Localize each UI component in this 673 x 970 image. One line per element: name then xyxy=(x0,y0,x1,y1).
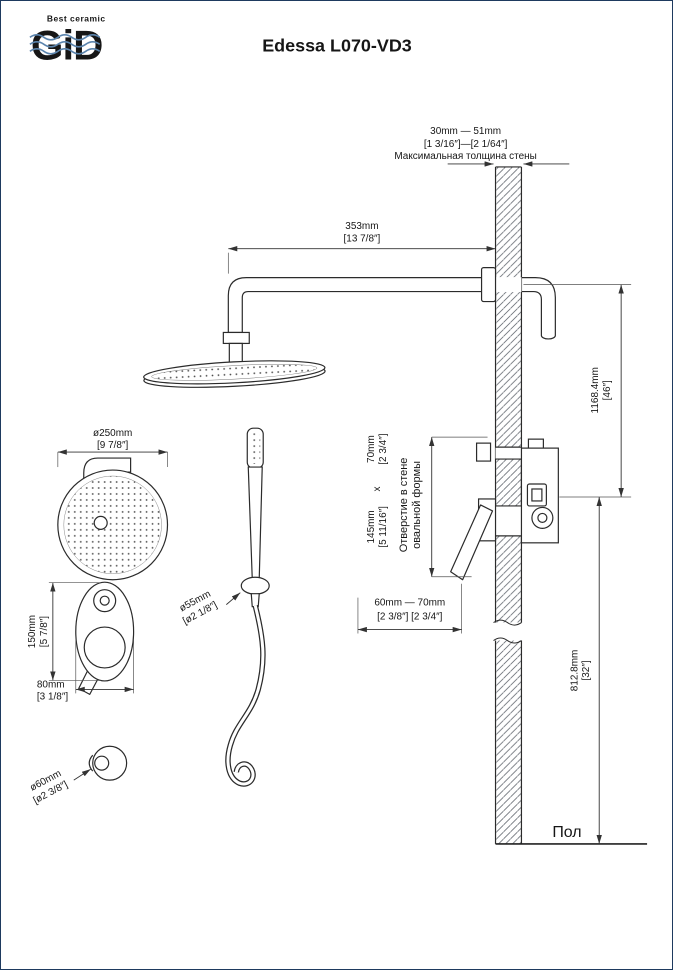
dim-valve-depth: 60mm — 70mm [2 3/8″] [2 3/4″] xyxy=(357,583,462,634)
plate-height-mm: 150mm xyxy=(27,615,38,648)
hole-note-line2: овальной формы xyxy=(411,461,423,549)
hole-width-mm: 70mm xyxy=(366,435,377,463)
hole-note-line1: Отверстие в стене xyxy=(398,458,410,553)
gid-logo: Best ceramic GiD xyxy=(29,13,106,68)
dim-wall-thickness: 30mm — 51mm [1 3/16″]—[2 1/64″] Максимал… xyxy=(394,126,570,167)
arm-length-mm: 353mm xyxy=(345,221,378,232)
supply-pipe-end xyxy=(540,335,556,340)
wall-bracket-detail xyxy=(88,745,128,781)
diverter-stub-side xyxy=(475,442,492,462)
hole-width-in: [2 3/4″] xyxy=(378,433,389,464)
arm-connector-nut xyxy=(222,331,250,345)
wall-thickness-in: [1 3/16″]—[2 1/64″] xyxy=(424,139,508,150)
mixer-trim-plate xyxy=(75,581,135,695)
wall-break xyxy=(493,619,524,644)
dim-heights: 1168.4mm [46″] 812.8mm [32″] xyxy=(523,284,632,844)
hand-shower-holder-ring xyxy=(240,576,270,595)
head-diameter-mm: ø250mm xyxy=(93,428,132,439)
valve-depth-in: [2 3/8″] [2 3/4″] xyxy=(377,612,442,623)
height-lower-mm: 812.8mm xyxy=(569,650,580,692)
mixer-valve-assembly xyxy=(450,438,559,581)
hand-shower-face xyxy=(250,433,261,465)
dim-arm-length: 353mm [13 7/8″] xyxy=(227,221,496,274)
arm-length-in: [13 7/8″] xyxy=(344,234,381,245)
dim-wall-hole: 145mm [5 11/16″] x 70mm [2 3/4″] Отверст… xyxy=(366,433,488,578)
hand-shower-handle xyxy=(247,466,263,580)
hand-shower xyxy=(225,427,270,787)
plate-width-in: [3 1/8″] xyxy=(37,691,68,702)
mixer-handle-base xyxy=(83,626,126,669)
logo-tagline: Best ceramic xyxy=(47,13,106,23)
arm-escutcheon xyxy=(480,267,497,303)
logo-brand: GiD xyxy=(31,21,102,68)
shower-arm xyxy=(222,267,556,363)
floor-label: Пол xyxy=(552,824,581,841)
hole-separator: x xyxy=(372,486,383,491)
height-upper-mm: 1168.4mm xyxy=(590,367,601,413)
hole-height-in: [5 11/16″] xyxy=(378,506,389,548)
wall-thickness-note: Максимальная толщина стены xyxy=(394,151,536,162)
height-lower-in: [32″] xyxy=(581,660,592,680)
rain-shower-head-top xyxy=(143,360,326,388)
head-diameter-in: [9 7/8″] xyxy=(97,440,128,451)
dim-plate-height: 150mm [5 7/8″] xyxy=(27,582,101,681)
rain-shower-head-side xyxy=(57,457,169,581)
plate-height-in: [5 7/8″] xyxy=(39,616,50,647)
plate-width-mm: 80mm xyxy=(37,679,65,690)
page-title: Edessa L070-VD3 xyxy=(262,35,412,55)
dim-holder-diameter: ø55mm [ø2 1/8″] xyxy=(178,589,241,627)
height-upper-in: [46″] xyxy=(602,380,613,400)
mixer-lever-side xyxy=(450,504,494,581)
dim-plate-width: 80mm [3 1/8″] xyxy=(37,639,134,702)
logo-wave-lines xyxy=(29,34,101,55)
dim-bracket-diameter: ø60mm [ø2 3/8″] xyxy=(28,768,91,806)
hole-height-mm: 145mm xyxy=(366,510,377,543)
valve-depth-mm: 60mm — 70mm xyxy=(374,598,445,609)
dim-head-diameter: ø250mm [9 7/8″] xyxy=(57,428,168,468)
wall-thickness-mm: 30mm — 51mm xyxy=(430,126,501,137)
